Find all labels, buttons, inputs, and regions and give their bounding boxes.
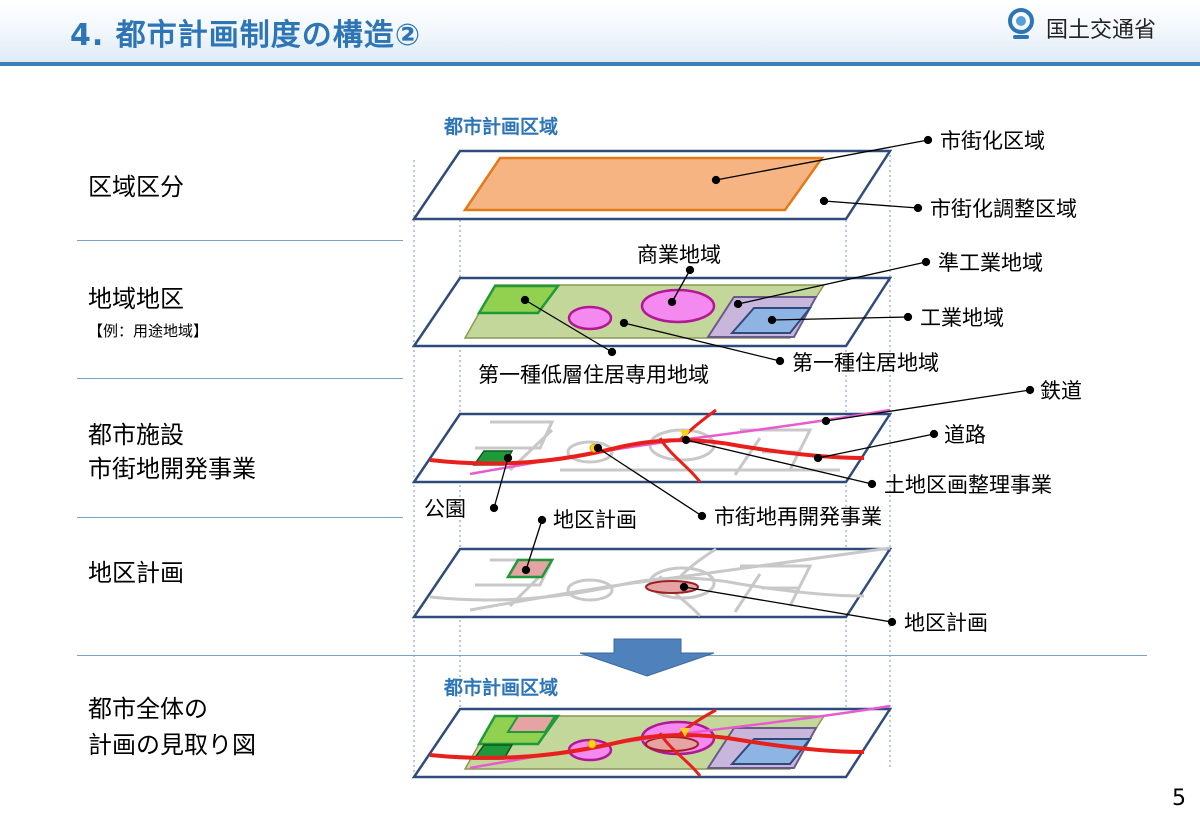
callout-road: 道路 xyxy=(944,423,986,447)
row-label-overall-2: 計画の見取り図 xyxy=(88,731,256,759)
road-branch-2 xyxy=(678,408,717,442)
callout-district-plan-lower: 地区計画 xyxy=(904,611,988,635)
callout-low-rise-residential: 第一種低層住居専用地域 xyxy=(478,363,709,387)
row-sublabel-zoning-example: 【例：用途地域】 xyxy=(88,322,209,340)
district-plan-area-1 xyxy=(505,558,555,579)
layer-title-top: 都市計画区域 xyxy=(443,115,558,138)
road xyxy=(429,438,865,466)
row-label-urban-facilities: 都市施設 xyxy=(88,421,184,449)
callout-semi-industrial: 準工業地域 xyxy=(938,251,1043,275)
callout-redevelopment: 市街地再開発事業 xyxy=(714,505,882,529)
callout-shigaika-kuiki: 市街化区域 xyxy=(940,129,1045,153)
header-rule xyxy=(0,62,1200,66)
page-number: 5 xyxy=(1172,786,1186,811)
road-branch xyxy=(658,437,702,483)
callout-park: 公園 xyxy=(424,497,466,521)
layer-title-bottom: 都市計画区域 xyxy=(443,676,558,699)
row-label-overall-1: 都市全体の xyxy=(88,695,208,723)
row-separator xyxy=(77,517,403,518)
callout-residential: 第一種住居地域 xyxy=(792,351,939,375)
row-label-district-plan: 地区計画 xyxy=(88,559,184,587)
row-label-area-division: 区域区分 xyxy=(88,173,184,201)
row-separator xyxy=(77,378,403,379)
callout-shigaika-chosei: 市街化調整区域 xyxy=(930,197,1077,221)
down-arrow-icon xyxy=(579,638,715,677)
row-label-zoning: 地域地区 xyxy=(88,285,184,313)
layer-urban-facilities xyxy=(411,408,893,484)
callout-land-readjustment: 土地区画整理事業 xyxy=(884,473,1052,497)
commercial-zone xyxy=(640,288,716,324)
row-label-urban-development: 市街地開発事業 xyxy=(88,455,256,483)
low-rise-residential-zone xyxy=(476,284,561,315)
slide-header xyxy=(0,0,1200,66)
layer-composite xyxy=(411,704,893,779)
district-plan-area-2 xyxy=(645,580,699,594)
ministry-name: 国土交通省 xyxy=(1046,18,1157,43)
layer-district-plan xyxy=(411,546,893,619)
slide-title: 4. 都市計画制度の構造② xyxy=(70,18,422,53)
callout-railway: 鉄道 xyxy=(1040,379,1082,403)
callout-industrial: 工業地域 xyxy=(920,306,1004,330)
commercial-zone-small xyxy=(567,305,613,331)
callout-district-plan-upper: 地区計画 xyxy=(553,508,637,532)
ministry-logo-icon xyxy=(1008,8,1034,39)
urbanization-promotion-area xyxy=(462,156,825,212)
callout-commercial: 商業地域 xyxy=(637,243,721,267)
row-separator xyxy=(77,240,403,241)
layer-zoning xyxy=(411,276,893,348)
layer-area-division xyxy=(411,149,893,221)
